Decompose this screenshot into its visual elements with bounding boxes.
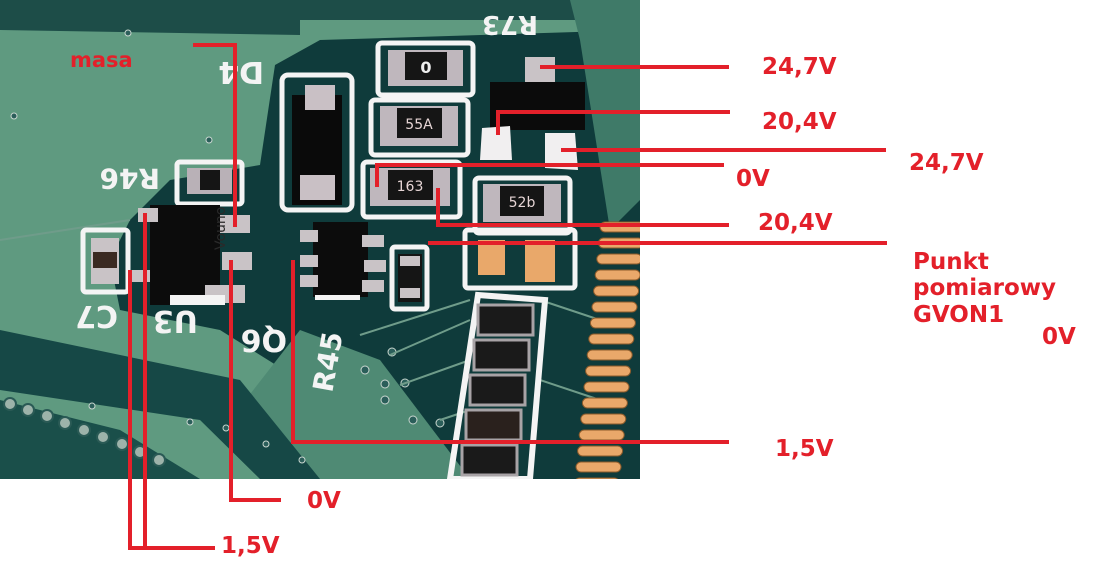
silk-D4: D4 bbox=[218, 54, 264, 89]
chip-marking: 52b bbox=[509, 195, 536, 211]
connector-finger bbox=[596, 253, 640, 265]
label-test-point-value: 0V bbox=[1042, 324, 1076, 350]
label-24-7v-top: 24,7V bbox=[762, 54, 837, 80]
small-vias bbox=[10, 29, 445, 464]
silk-C7: C7 bbox=[75, 298, 118, 333]
label-20-4v-top: 20,4V bbox=[762, 109, 837, 135]
connector-finger bbox=[589, 317, 636, 329]
connector-finger bbox=[594, 269, 640, 281]
passive-column bbox=[446, 291, 549, 479]
connector-finger bbox=[586, 349, 633, 361]
leader-0v-bottom bbox=[229, 260, 281, 502]
connector-finger bbox=[581, 397, 628, 409]
connector-finger bbox=[573, 494, 618, 504]
connector-finger bbox=[591, 301, 638, 313]
resistor-55A: 55A bbox=[368, 97, 471, 158]
resistor-163: 163 bbox=[360, 159, 463, 220]
label-0v-mid: 0V bbox=[736, 166, 770, 192]
capacitor-small bbox=[389, 244, 430, 312]
silk-R46: R46 bbox=[99, 162, 160, 195]
resistor-52b: 52b bbox=[472, 175, 573, 236]
connector-finger bbox=[585, 365, 632, 377]
label-1-5v-right: 1,5V bbox=[775, 436, 834, 462]
connector-finger bbox=[583, 381, 630, 393]
ic-U3: Vouno bbox=[130, 159, 252, 305]
label-0v-bottom: 0V bbox=[307, 488, 341, 514]
test-point-line-1: Punkt bbox=[913, 249, 989, 275]
connector-finger bbox=[588, 333, 635, 345]
connector-finger bbox=[578, 429, 625, 441]
ic-Q6 bbox=[300, 222, 386, 300]
connector-finger bbox=[571, 510, 616, 520]
connector-finger bbox=[570, 526, 615, 536]
masa-leader bbox=[193, 43, 237, 227]
trace-band bbox=[0, 330, 320, 479]
silk-U3: U3 bbox=[153, 303, 198, 338]
capacitor-C7 bbox=[80, 227, 131, 295]
label-masa: masa bbox=[70, 48, 133, 72]
trace-region bbox=[0, 0, 640, 35]
connector-finger bbox=[580, 413, 627, 425]
leader-20-4-mid bbox=[436, 188, 729, 227]
diode-D4 bbox=[279, 72, 355, 213]
test-point-line-3: GVON1 bbox=[913, 301, 1005, 328]
leader-1-5v-right bbox=[291, 260, 729, 444]
connector-finger bbox=[575, 461, 622, 473]
test-point-line-2: pomiarowy bbox=[913, 275, 1057, 302]
edge-connector bbox=[568, 221, 640, 552]
chip-marking: 163 bbox=[397, 179, 424, 195]
leader-1-5v-b bbox=[128, 270, 147, 550]
copper-plane bbox=[570, 0, 640, 230]
connector-finger bbox=[575, 477, 619, 479]
label-test-point: Punkt pomiarowy GVON1 bbox=[913, 249, 1056, 328]
label-24-7v-right: 24,7V bbox=[909, 150, 984, 176]
silk-R73: R73 bbox=[482, 9, 538, 39]
resistor-0: 0 bbox=[375, 40, 476, 98]
label-1-5v-bottom: 1,5V bbox=[221, 533, 280, 559]
connector-finger bbox=[593, 285, 640, 297]
pcb-photo-content: R73 D4 R46 C7 U3 Q6 R45 0 bbox=[0, 0, 640, 552]
label-20-4v-mid: 20,4V bbox=[758, 210, 833, 236]
connector-finger bbox=[577, 445, 624, 457]
annotation-lines bbox=[128, 43, 887, 550]
chip-marking: 55A bbox=[405, 117, 433, 133]
chip-marking: Vouno bbox=[213, 207, 229, 250]
silk-Q6: Q6 bbox=[241, 322, 287, 357]
connector-finger bbox=[568, 542, 613, 552]
leader-20-4-top bbox=[496, 110, 730, 135]
silkscreen-labels: R73 D4 R46 C7 U3 Q6 R45 bbox=[75, 9, 538, 394]
thin-traces bbox=[0, 219, 601, 421]
copper-pads bbox=[462, 227, 578, 291]
chip-marking: 0 bbox=[420, 58, 431, 77]
leader-0v-mid bbox=[375, 163, 724, 187]
via-row bbox=[3, 397, 166, 467]
